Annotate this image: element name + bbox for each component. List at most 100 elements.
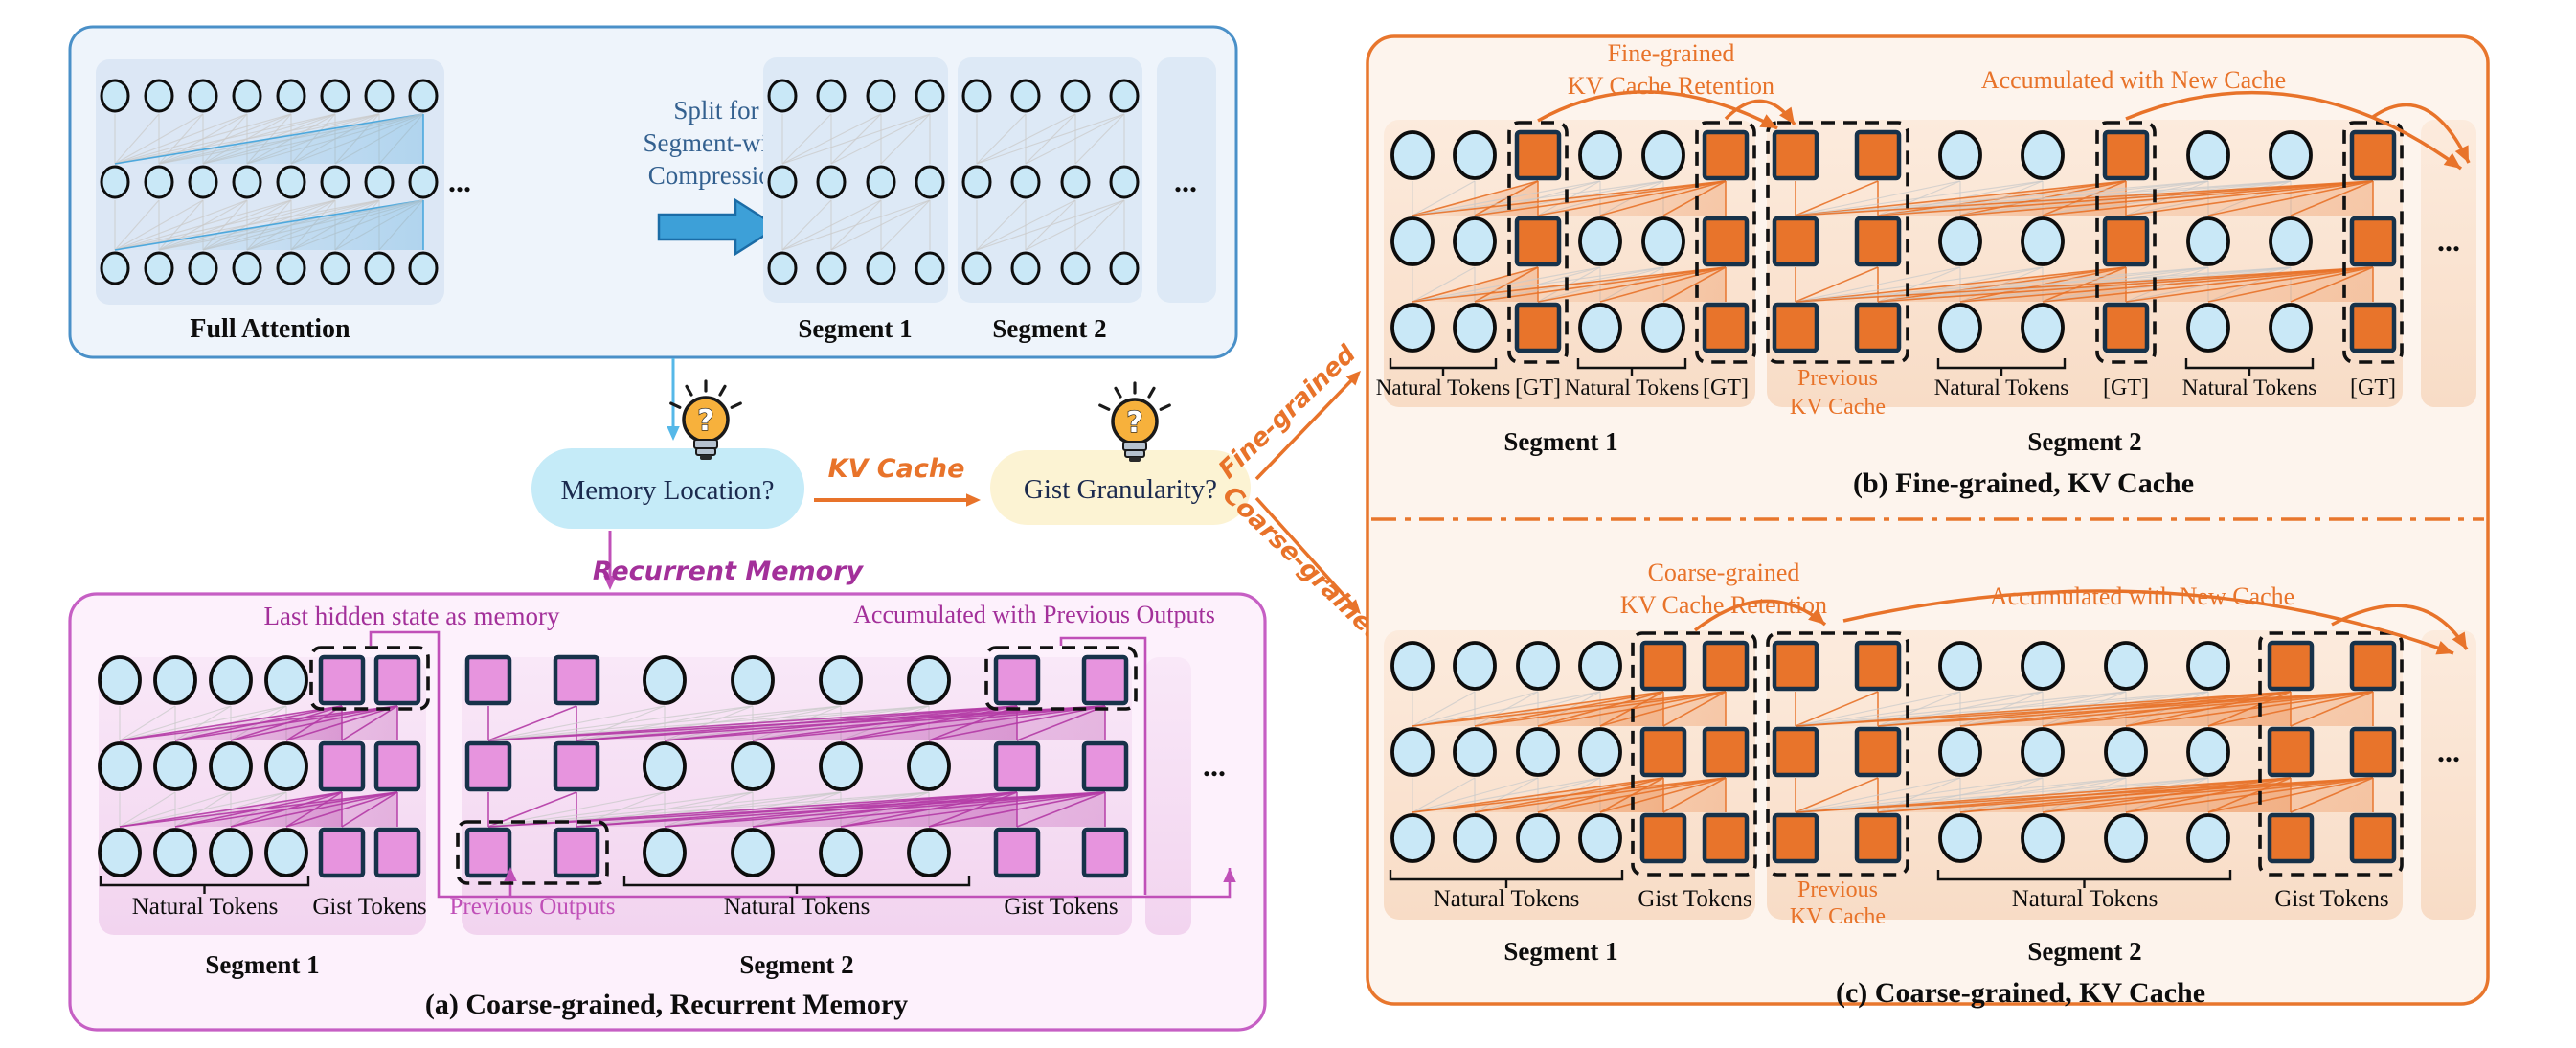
natural-token	[209, 655, 253, 705]
recurrent-memory-arrow	[603, 531, 617, 590]
natural-token	[2021, 727, 2065, 777]
segment2-label: Segment 2	[2027, 427, 2141, 456]
natural-token	[153, 655, 197, 705]
natural-token	[1010, 79, 1041, 113]
gist-token	[1639, 726, 1687, 778]
gt-label: [GT]	[1515, 376, 1561, 400]
segment1-label: Segment 1	[1503, 427, 1617, 456]
natural-token	[1010, 165, 1041, 199]
previous-outputs-dashed-box	[456, 820, 609, 885]
fine-grained-label: Fine-grained	[1213, 339, 1362, 484]
fine-retention-line1: Fine-grained	[1608, 39, 1735, 67]
gist-token	[553, 654, 600, 706]
gist-token	[373, 654, 421, 706]
natural-token	[232, 251, 262, 285]
segment3-partial-block	[1157, 57, 1216, 303]
panel-c-seg2-grid	[1772, 640, 2397, 864]
natural-token	[1516, 727, 1560, 777]
split-big-arrow	[657, 197, 780, 257]
natural-token	[1109, 251, 1140, 285]
gist-token	[2349, 302, 2397, 353]
natural-token	[1060, 79, 1091, 113]
natural-token	[731, 828, 775, 877]
natural-tokens-label: Natural Tokens	[1376, 376, 1510, 399]
natural-token	[1938, 130, 1982, 180]
gist-token	[2349, 726, 2397, 778]
natural-token	[98, 655, 142, 705]
natural-token	[264, 741, 308, 791]
accumulate-arrow	[2125, 90, 2463, 171]
natural-token	[1060, 251, 1091, 285]
panel-b-segment1-block	[1384, 120, 1755, 407]
natural-token	[816, 251, 847, 285]
natural-tokens-label: Natural Tokens	[724, 894, 870, 920]
natural-tokens-label: Natural Tokens	[1934, 376, 2068, 399]
natural-token	[264, 655, 308, 705]
natural-token	[961, 165, 992, 199]
lightbulb-question-icon: ?	[1098, 381, 1171, 462]
gist-token	[2349, 640, 2397, 692]
natural-tokens-label: Natural Tokens	[132, 894, 279, 920]
natural-token	[188, 251, 218, 285]
natural-token	[915, 79, 945, 113]
natural-token	[819, 741, 863, 791]
natural-token	[408, 79, 439, 113]
natural-token	[232, 79, 262, 113]
natural-token	[2269, 216, 2313, 266]
natural-tokens-label: Natural Tokens	[2012, 886, 2158, 912]
natural-token	[816, 79, 847, 113]
natural-token	[408, 251, 439, 285]
natural-token	[153, 741, 197, 791]
natural-token	[767, 251, 798, 285]
natural-token	[408, 165, 439, 199]
natural-token	[731, 741, 775, 791]
natural-token	[144, 251, 174, 285]
gt-dashed-box	[2095, 121, 2157, 364]
natural-tokens-label: Natural Tokens	[1565, 376, 1699, 399]
natural-token	[1938, 641, 1982, 691]
gist-token	[1702, 726, 1750, 778]
caption-c: (c) Coarse-grained, KV Cache	[1836, 977, 2205, 1009]
fine-grained-arrow	[1254, 371, 1361, 481]
natural-token	[100, 251, 130, 285]
coarse-grained-arrow	[1254, 496, 1361, 614]
natural-token	[1390, 813, 1435, 863]
gist-token	[1514, 302, 1562, 353]
ellipsis: ...	[1203, 748, 1226, 783]
gist-token	[993, 740, 1041, 792]
coarse-retention-line2: KV Cache Retention	[1620, 591, 1827, 619]
segment2-grid	[961, 79, 1140, 285]
gist-token	[464, 827, 512, 878]
natural-token	[1060, 165, 1091, 199]
accumulated-new-cache-label: Accumulated with New Cache	[1981, 66, 2286, 94]
gist-token	[1772, 216, 1819, 267]
natural-token	[907, 828, 951, 877]
accumulate-arrow	[2331, 604, 2469, 650]
natural-token	[1109, 79, 1140, 113]
caption-b: (b) Fine-grained, KV Cache	[1853, 467, 2194, 499]
group-brace	[1389, 870, 1624, 888]
svg-text:?: ?	[697, 404, 713, 438]
gist-token	[1639, 812, 1687, 864]
gist-tokens-label: Gist Tokens	[312, 894, 426, 920]
natural-token	[1938, 303, 1982, 353]
gist-token	[1854, 726, 1902, 778]
segment2-label: Segment 2	[739, 950, 853, 979]
natural-token	[2021, 813, 2065, 863]
kv-cache-arrow	[814, 493, 981, 507]
natural-token	[643, 655, 687, 705]
natural-token	[98, 741, 142, 791]
gist-token	[2349, 216, 2397, 267]
accumulate-arrow	[2372, 103, 2471, 164]
accumulated-new-cache-label: Accumulated with New Cache	[1990, 582, 2294, 610]
natural-token	[320, 165, 350, 199]
natural-token	[2104, 813, 2148, 863]
gist-token	[318, 654, 366, 706]
natural-token	[643, 741, 687, 791]
natural-token	[866, 165, 896, 199]
natural-token	[153, 828, 197, 877]
natural-token	[643, 828, 687, 877]
natural-token	[767, 165, 798, 199]
split-connector-arrow	[667, 358, 680, 441]
ellipsis: ...	[1174, 164, 1197, 198]
